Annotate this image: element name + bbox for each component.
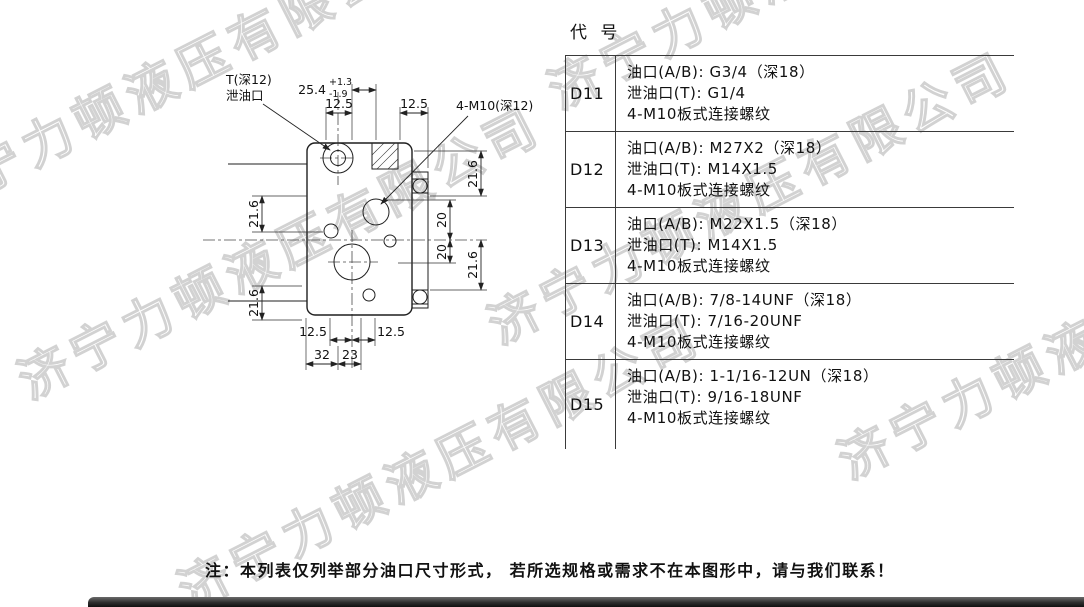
spec-line: 泄油口(T): 7/16-20UNF [627,312,803,330]
dimension-texts: 25.4 +1.3 -1.9 12.5 12.5 21.6 20 20 21.6… [246,77,480,362]
spec-line: 4-M10板式连接螺纹 [627,105,771,123]
flange-bolt-bottom [412,289,428,305]
footer-divider-bar [88,597,1084,607]
spec-line: 油口(A/B): M27X2（深18） [627,139,832,157]
extension-lines [252,84,487,370]
bolt-hole [362,288,376,302]
desc-cell: 油口(A/B): G3/4（深18） 泄油口(T): G1/4 4-M10板式连… [616,56,1014,131]
dim-left-lower: 21.6 [246,289,261,317]
table-row-d13: D13 油口(A/B): M22X1.5（深18） 泄油口(T): M14X1.… [565,207,1014,283]
t-port-circle [322,142,354,174]
spec-line: 泄油口(T): 9/16-18UNF [627,388,803,406]
spec-line: 油口(A/B): M22X1.5（深18） [627,215,847,233]
main-port-circle [333,243,371,281]
dim-tolerance-plus: +1.3 [329,77,352,88]
spec-line: 油口(A/B): 1-1/16-12UN（深18） [627,367,879,385]
dim-right-20-upper: 20 [434,212,449,228]
dimension-lines [259,87,484,367]
bolt-spec-label: 4-M10(深12) [456,98,533,113]
footer-note: 注：本列表仅列举部分油口尺寸形式， 若所选规格或需求不在本图形中，请与我们联系！ [205,561,895,580]
callout-labels: T(深12) 泄油口 4-M10(深12) [225,72,533,113]
dim-tolerance-minus: -1.9 [329,89,348,100]
dim-top-left: 12.5 [325,96,353,111]
t-port-label-line2: 泄油口 [226,88,264,103]
leader-lines [262,103,469,205]
code-cell: D15 [566,360,616,449]
dim-32: 32 [314,347,330,362]
code-cell: D14 [566,284,616,359]
dim-bottom-left: 12.5 [299,324,327,339]
shaft-outline [228,163,307,302]
table-row-d14: D14 油口(A/B): 7/8-14UNF（深18） 泄油口(T): 7/16… [565,283,1014,359]
dim-bottom-right: 12.5 [377,324,405,339]
code-cell: D12 [566,132,616,207]
desc-cell: 油口(A/B): 1-1/16-12UN（深18） 泄油口(T): 9/16-1… [616,360,1014,449]
dim-left-upper: 21.6 [246,200,261,228]
desc-cell: 油口(A/B): M27X2（深18） 泄油口(T): M14X1.5 4-M1… [616,132,1014,207]
spec-line: 泄油口(T): M14X1.5 [627,236,778,254]
port-circles [322,142,428,305]
dim-23: 23 [342,347,358,362]
spec-line: 油口(A/B): 7/8-14UNF（深18） [627,291,862,309]
bolt-hole [383,234,397,248]
valve-body-outline [306,142,429,316]
table-header-code: 代 号 [570,23,622,43]
code-cell: D11 [566,56,616,131]
table-row-d15: D15 油口(A/B): 1-1/16-12UN（深18） 泄油口(T): 9/… [565,359,1014,449]
bolt-spec-leader [380,115,469,205]
table-row-d11: D11 油口(A/B): G3/4（深18） 泄油口(T): G1/4 4-M1… [565,55,1014,131]
table-row-d12: D12 油口(A/B): M27X2（深18） 泄油口(T): M14X1.5 … [565,131,1014,207]
dim-top-right: 12.5 [400,96,428,111]
spec-line: 4-M10板式连接螺纹 [627,257,771,275]
desc-cell: 油口(A/B): M22X1.5（深18） 泄油口(T): M14X1.5 4-… [616,208,1014,283]
spec-line: 油口(A/B): G3/4（深18） [627,63,815,81]
flange-bolt-top [412,178,428,194]
dim-right-top: 21.6 [465,160,480,188]
spec-line: 泄油口(T): G1/4 [627,84,746,102]
t-port-label-line1: T(深12) [225,72,272,87]
spec-line: 泄油口(T): M14X1.5 [627,160,778,178]
dim-25-4: 25.4 [298,82,326,97]
spec-line: 4-M10板式连接螺纹 [627,333,771,351]
table-body: D11 油口(A/B): G3/4（深18） 泄油口(T): G1/4 4-M1… [565,55,1014,449]
dim-right-20-lower: 20 [434,244,449,260]
dim-right-bottom: 21.6 [465,251,480,279]
code-cell: D13 [566,208,616,283]
desc-cell: 油口(A/B): 7/8-14UNF（深18） 泄油口(T): 7/16-20U… [616,284,1014,359]
port-spec-table: 代 号 D11 油口(A/B): G3/4（深18） 泄油口(T): G1/4 … [565,14,1014,449]
centerlines [203,92,487,368]
t-port-leader [262,103,331,151]
spec-line: 4-M10板式连接螺纹 [627,409,771,427]
spec-line: 4-M10板式连接螺纹 [627,181,771,199]
secondary-port-circle [362,198,390,226]
bolt-hole [323,223,339,239]
